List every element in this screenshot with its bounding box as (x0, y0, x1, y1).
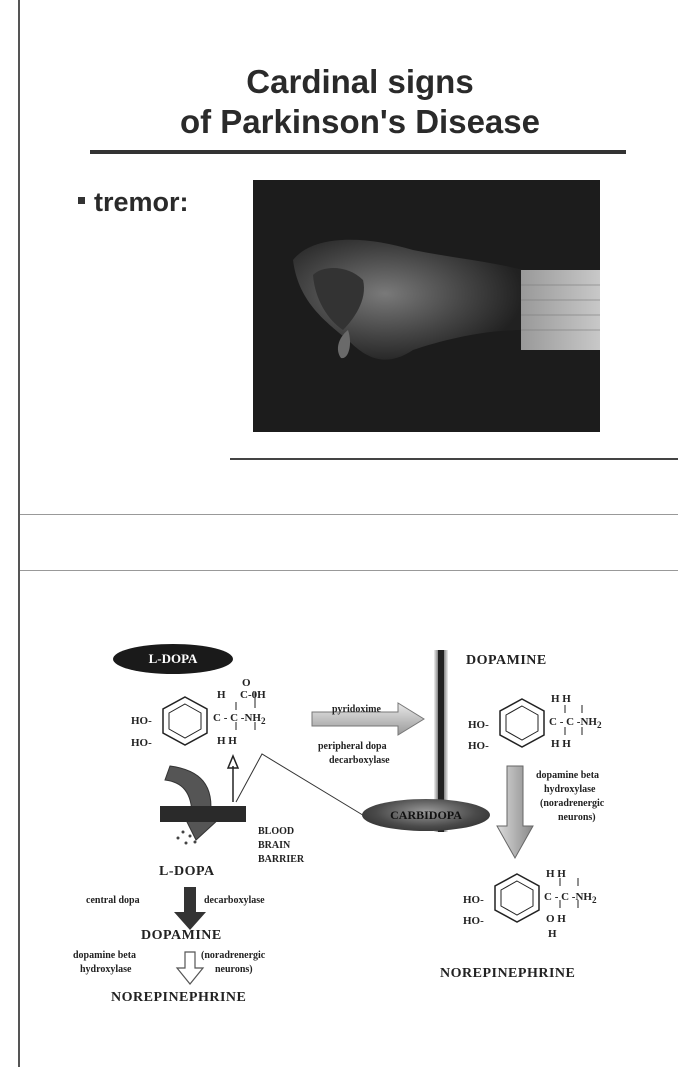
norepi-h-top: H H (546, 868, 566, 880)
dbh-left-line1: dopamine beta (73, 950, 136, 961)
dopamine-chain-sub: 2 (597, 720, 602, 730)
norepi-chain: C - C -NH2 (544, 891, 597, 905)
slide1-title-line2: of Parkinson's Disease (90, 102, 630, 142)
dbh-right-line1: dopamine beta (536, 770, 599, 781)
dopamine-ho2: HO- (468, 740, 489, 752)
bullet-text: tremor: (94, 187, 189, 217)
separator-line (20, 514, 678, 515)
noradr-left-line1: (noradrenergic (201, 950, 265, 961)
dopamine-chain-text: C - C -NH (549, 716, 597, 728)
blood-label: BLOOD (258, 826, 294, 837)
dopamine-ho1: HO- (468, 719, 489, 731)
dopamine-top-label: DOPAMINE (466, 653, 547, 669)
title-underline (90, 150, 626, 154)
norepinephrine-benzene-ring (495, 874, 539, 922)
ldopa-chain-sub: 2 (261, 716, 266, 726)
dopamine-chain: C - C -NH2 (549, 716, 602, 730)
dopamine-beta-arrow (497, 766, 533, 858)
barrier-block (160, 806, 246, 822)
dbh-right-line4: neurons) (558, 812, 596, 823)
ldopa-central-label: L-DOPA (159, 864, 215, 880)
ldopa-oval-label: L-DOPA (149, 651, 198, 667)
ldopa-chain-text: C - C -NH (213, 712, 261, 724)
norepi-ho2: HO- (463, 915, 484, 927)
dopamine-h-bottom: H H (551, 738, 571, 750)
dbh-right-line2: hydroxylase (544, 784, 596, 795)
ldopa-ho1: HO- (131, 715, 152, 727)
dbh-left-line2: hydroxylase (80, 964, 132, 975)
norepi-chain-text: C - C -NH (544, 891, 592, 903)
dbh-right-line3: (noradrenergic (540, 798, 604, 809)
brain-label: BRAIN (258, 840, 290, 851)
slide1-title: Cardinal signs of Parkinson's Disease (90, 62, 630, 142)
ldopa-chain: C - C -NH2 (213, 712, 266, 726)
ldopa-h: H (217, 689, 226, 701)
central-dopa-arrow (174, 887, 206, 930)
norepinephrine-right-label: NOREPINEPHRINE (440, 966, 575, 982)
dopamine-central-label: DOPAMINE (141, 928, 222, 944)
ldopa-oval: L-DOPA (113, 644, 233, 674)
ldopa-ho2: HO- (131, 737, 152, 749)
norepi-chain-sub: 2 (592, 895, 597, 905)
dopamine-h-top: H H (551, 693, 571, 705)
decarboxylase-label: decarboxylase (204, 895, 265, 906)
central-dopa-label: central dopa (86, 895, 140, 906)
slide1-bottom-rule (230, 458, 678, 460)
tremor-hand-photo (253, 180, 600, 432)
barrier-label: BARRIER (258, 854, 304, 865)
carbidopa-oval: CARBIDOPA (362, 799, 490, 831)
ldopa-o: O (242, 677, 251, 689)
brain-entry-arrow (165, 766, 220, 840)
norepi-ho1: HO- (463, 894, 484, 906)
noradr-left-line2: neurons) (215, 964, 253, 975)
pyridoxime-label: pyridoxime (332, 704, 381, 715)
ldopa-cooh: C-0H (240, 689, 266, 701)
carbidopa-label: CARBIDOPA (390, 808, 462, 823)
ldopa-h-bottom: H H (217, 735, 237, 747)
norepinephrine-left-label: NOREPINEPHRINE (111, 990, 246, 1006)
bullet-square-icon (78, 197, 85, 204)
dopamine-beta-hollow-arrow (177, 952, 203, 984)
slide1-title-line1: Cardinal signs (90, 62, 630, 102)
peripheral-label-line1: peripheral dopa (318, 741, 387, 752)
norepi-h-bottom: H (548, 928, 557, 940)
tremor-bullet: tremor: (78, 187, 189, 218)
ldopa-benzene-ring (163, 697, 207, 745)
dopamine-benzene-ring (500, 699, 544, 747)
norepi-o-row: O H (546, 913, 566, 925)
peripheral-label-line2: decarboxylase (329, 755, 390, 766)
